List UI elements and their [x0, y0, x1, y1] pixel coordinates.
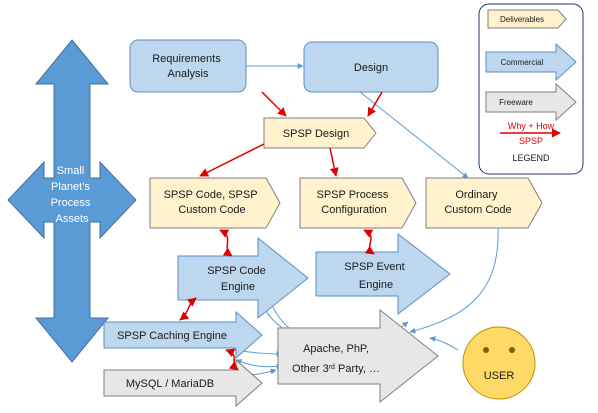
legend-deliverables-shape: [487, 9, 567, 29]
legend-freeware-label: Freeware: [499, 98, 533, 107]
caching-engine-label: SPSP Caching Engine: [117, 330, 227, 342]
apache-line-2-sup: rd: [329, 364, 335, 371]
legend-freeware-shape: [485, 82, 577, 122]
requirements-line-1: Requirements: [152, 53, 221, 65]
spsp-code-line-1: SPSP Code, SPSP: [164, 189, 258, 201]
apache-line-2: Other 3rd Party, …: [292, 363, 380, 375]
event-engine-line-1: SPSP Event: [344, 261, 404, 273]
spsp-design-label: SPSP Design: [283, 128, 349, 140]
svg-text:Small Planet’s Pro: Small Planet’s Process Assets: [51, 165, 94, 225]
code-engine-line-1: SPSP Code: [207, 265, 266, 277]
svg-text:Apache, PhP,: Apache, PhP,: [303, 343, 369, 355]
process-assets-arrow: Small Planet’s Process Assets: [7, 39, 137, 363]
spsp-process-line-1: SPSP Process: [316, 189, 388, 201]
spsp-design-box: SPSP Design: [263, 117, 377, 149]
legend-commercial-shape: [485, 42, 577, 82]
svg-text:Ordinary Custom Code: Ordinary Custom Code: [444, 189, 511, 216]
requirements-line-2: Analysis: [168, 68, 209, 80]
assets-line-1: Small: [57, 165, 85, 177]
mysql-arrow: MySQL / MariaDB: [103, 358, 263, 408]
svg-text:SPSP Code Engine: SPSP Code Engine: [207, 265, 269, 293]
design-box: Design: [303, 41, 439, 93]
event-engine-line-2: Engine: [359, 279, 393, 291]
assets-line-3: Process: [51, 197, 91, 209]
apache-arrow: Apache, PhP, Other 3rd Party, …: [277, 308, 439, 404]
legend: Deliverables Commercial Freeware Why + H…: [478, 3, 584, 175]
apache-line-2-pre: Other 3: [292, 363, 329, 375]
svg-text:Requirements Analysis: Requirements Analysis: [152, 53, 224, 80]
user-smiley: USER: [462, 326, 536, 400]
legend-deliverables-label: Deliverables: [500, 15, 544, 24]
apache-line-1: Apache, PhP,: [303, 343, 369, 355]
spsp-code-line-2: Custom Code: [178, 204, 245, 216]
legend-why-how-label: Why + How: [508, 121, 555, 131]
spsp-code-box: SPSP Code, SPSP Custom Code: [149, 177, 281, 229]
design-label: Design: [354, 62, 388, 74]
code-engine-line-2: Engine: [221, 281, 255, 293]
assets-line-2: Planet’s: [51, 181, 90, 193]
right-eye-icon: [509, 347, 515, 353]
ordinary-line-2: Custom Code: [444, 204, 511, 216]
spsp-caching-engine-arrow: SPSP Caching Engine: [103, 310, 263, 360]
spsp-process-line-2: Configuration: [321, 204, 386, 216]
assets-line-4: Assets: [55, 213, 89, 225]
legend-commercial-label: Commercial: [501, 58, 544, 67]
spsp-event-engine-arrow: SPSP Event Engine: [315, 232, 451, 316]
ordinary-line-1: Ordinary: [455, 189, 498, 201]
mysql-label: MySQL / MariaDB: [126, 378, 214, 390]
apache-line-2-post: Party, …: [335, 363, 380, 375]
svg-text:SPSP Process Configurati: SPSP Process Configuration: [316, 189, 391, 216]
red-connectors: [179, 91, 383, 371]
ordinary-custom-code-box: Ordinary Custom Code: [425, 177, 543, 229]
spsp-code-engine-arrow: SPSP Code Engine: [177, 236, 309, 320]
svg-text:SPSP Code, SPSP Custom C: SPSP Code, SPSP Custom Code: [164, 189, 261, 216]
requirements-analysis-box: Requirements Analysis: [129, 39, 247, 93]
left-eye-icon: [483, 347, 489, 353]
svg-text:SPSP Event Engine: SPSP Event Engine: [344, 261, 407, 291]
spsp-process-config-box: SPSP Process Configuration: [299, 177, 417, 229]
legend-spsp-label: SPSP: [519, 136, 543, 146]
legend-title: LEGEND: [512, 153, 550, 163]
user-label: USER: [484, 370, 515, 382]
